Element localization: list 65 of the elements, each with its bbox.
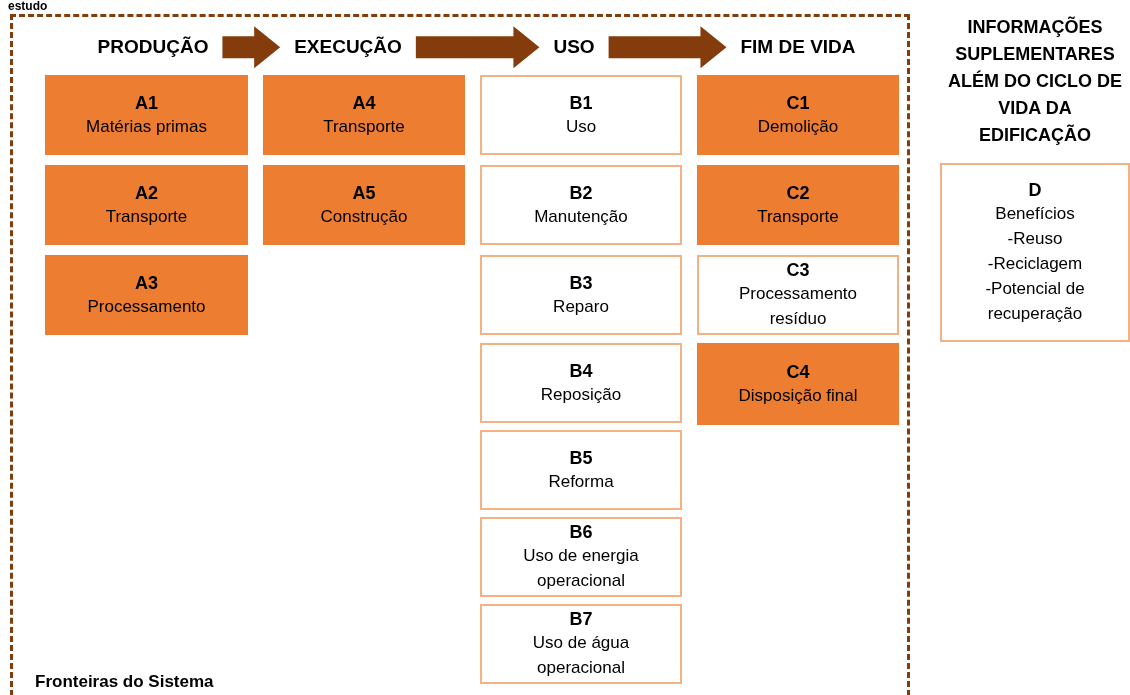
module-code: B3 [569, 271, 593, 294]
module-box [940, 163, 1130, 342]
module-description: Uso [565, 115, 597, 138]
block-arrow [608, 26, 727, 69]
module-box [45, 75, 248, 155]
module-code: A4 [352, 91, 376, 114]
module-box [45, 165, 248, 245]
block-arrow [222, 26, 281, 69]
module-description: Transporte [105, 205, 188, 228]
module-description: -Potencial de recuperação [984, 278, 1086, 325]
module-box [480, 517, 682, 597]
module-code: C2 [786, 181, 810, 204]
module-description: Reforma [548, 470, 614, 493]
module-box [263, 165, 465, 245]
module-box [480, 343, 682, 423]
module-description: Matérias primas [86, 115, 207, 138]
module-description: Processamento [87, 295, 206, 318]
module-code: B6 [569, 521, 593, 543]
module-code: B1 [569, 91, 593, 114]
stage-heading: USO [553, 33, 595, 62]
module-code: A2 [135, 181, 158, 204]
module-description: Benefícios [995, 203, 1075, 225]
module-code: D [1028, 179, 1042, 201]
module-description: -Reuso [1007, 228, 1063, 250]
module-description: -Reciclagem [987, 253, 1083, 275]
module-code: B5 [569, 446, 593, 469]
module-code: A5 [352, 181, 376, 204]
module-box [697, 165, 899, 245]
stage-heading: FIM DE VIDA [740, 33, 856, 62]
module-box [480, 255, 682, 335]
note-text: estudo [8, 0, 48, 13]
module-code: A3 [135, 271, 158, 294]
module-box [480, 430, 682, 510]
module-description: Reposição [540, 383, 622, 406]
module-box [480, 604, 682, 684]
module-code: C3 [786, 259, 810, 281]
section-heading: INFORMAÇÕES SUPLEMENTARES ALÉM DO CICLO DE VIDA DA EDIFICAÇÃO [945, 14, 1125, 149]
module-description: Demolição [757, 115, 839, 138]
module-description: Transporte [757, 205, 839, 228]
block-arrow [415, 26, 540, 69]
module-code: B7 [569, 608, 593, 630]
stage-heading: PRODUÇÃO [97, 33, 209, 62]
module-code: C4 [786, 360, 810, 383]
module-code: A1 [135, 91, 158, 114]
system-boundary [10, 14, 910, 695]
boundary-label: Fronteiras do Sistema [35, 671, 214, 693]
module-code: C1 [786, 91, 810, 114]
module-description: Uso de energia operacional [522, 545, 640, 592]
module-box [697, 343, 899, 425]
module-box [697, 75, 899, 155]
module-code: B4 [569, 359, 593, 382]
module-box [697, 255, 899, 335]
module-box [45, 255, 248, 335]
module-box [480, 165, 682, 245]
module-description: Manutenção [534, 205, 628, 228]
module-description: Construção [320, 205, 408, 228]
module-code: B2 [569, 181, 593, 204]
stage-heading: EXECUÇÃO [294, 33, 402, 62]
module-description: Uso de água operacional [531, 632, 631, 679]
module-description: Disposição final [738, 384, 858, 407]
module-description: Reparo [553, 295, 609, 318]
module-description: Transporte [323, 115, 405, 138]
module-box [480, 75, 682, 155]
module-box [263, 75, 465, 155]
module-description: Processamento resíduo [737, 283, 859, 330]
